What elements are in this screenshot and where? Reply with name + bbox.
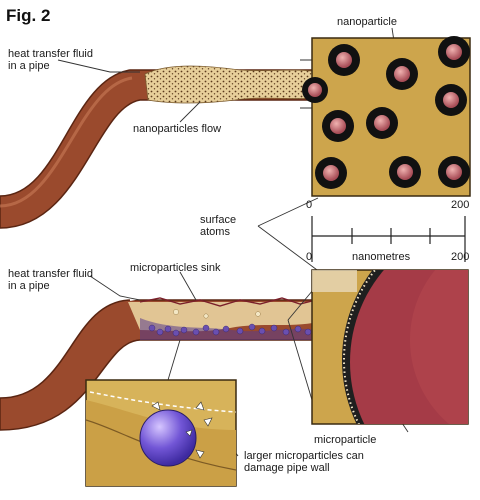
figure-label: Fig. 2 — [6, 6, 51, 25]
nanoparticle-ring — [435, 84, 467, 116]
wall-fragments — [151, 401, 213, 459]
microparticle-magnified-box — [311, 269, 469, 425]
scale-start-label-lower: 0 — [306, 251, 313, 263]
nanoparticle-set — [315, 36, 470, 189]
scale-end-label-lower: 200 — [451, 251, 470, 263]
bottom-fluid-label: heat transfer fluid in a pipe — [8, 268, 93, 292]
nanoparticle-ring — [386, 58, 418, 90]
damage-inset — [85, 379, 237, 487]
nanoparticle-label: nanoparticle — [337, 16, 397, 28]
nanoparticle-ring — [438, 156, 470, 188]
nanoparticle-ring — [438, 36, 470, 68]
microparticles-sink-label: microparticles sink — [130, 262, 221, 274]
surface-atoms-label: surface atoms — [200, 214, 237, 238]
nanoparticle-ring — [328, 44, 360, 76]
nanoparticle-ring — [366, 107, 398, 139]
top-fluid-label: heat transfer fluid in a pipe — [8, 48, 93, 72]
scale-end-label: 200 — [451, 199, 470, 211]
bottom-pipe — [0, 286, 319, 431]
nanoparticle-ring — [322, 110, 354, 142]
nanoparticle-ring — [389, 156, 421, 188]
nanoparticles-flow-label: nanoparticles flow — [133, 123, 222, 135]
nanoparticle-ring — [315, 157, 347, 189]
damage-label: larger microparticles can damage pipe wa… — [244, 450, 364, 474]
nanoparticle-flow-band — [144, 65, 319, 104]
scale-bar — [311, 216, 466, 262]
scale-start-label: 0 — [306, 199, 313, 211]
scale-unit-label: nanometres — [352, 251, 411, 263]
microparticle-label: microparticle — [314, 434, 377, 446]
